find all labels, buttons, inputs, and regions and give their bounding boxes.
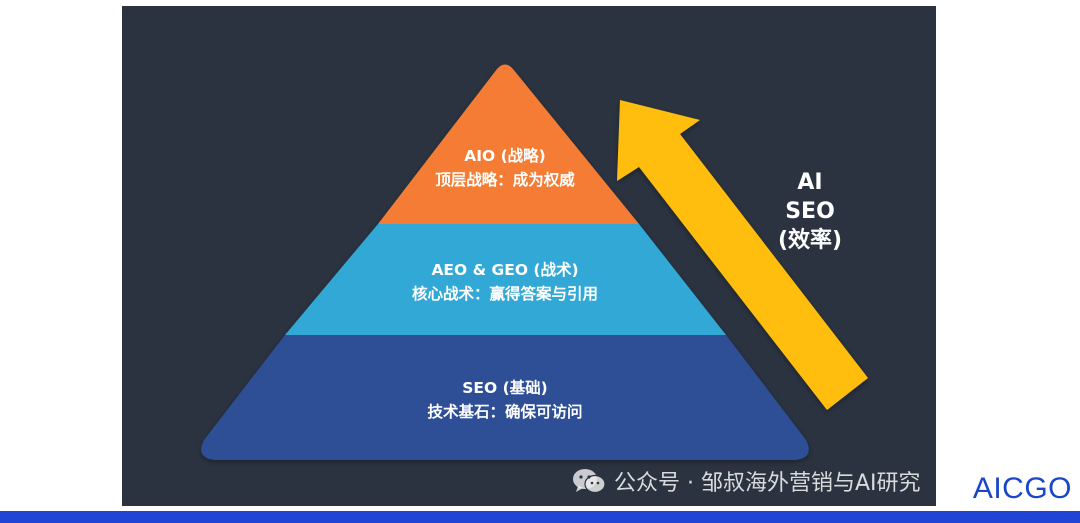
arrow-label-efficiency: (效率) bbox=[778, 227, 842, 253]
wechat-icon bbox=[573, 469, 606, 494]
arrow-label-seo: SEO bbox=[785, 199, 835, 224]
footer-bar bbox=[0, 511, 1080, 523]
pyramid bbox=[201, 64, 809, 460]
tier-bottom-subtitle: 技术基石：确保可访问 bbox=[427, 402, 582, 421]
pyramid-tier-middle bbox=[285, 224, 726, 335]
arrow-label-ai: AI bbox=[797, 170, 822, 195]
pyramid-tier-bottom bbox=[201, 335, 809, 460]
wechat-watermark: 公众号 · 邹叔海外营销与AI研究 bbox=[572, 466, 921, 496]
upward-arrow bbox=[617, 100, 868, 410]
brand-logo-text: AICGO bbox=[972, 472, 1072, 505]
tier-middle-subtitle: 核心战术：赢得答案与引用 bbox=[412, 284, 598, 303]
tier-top-subtitle: 顶层战略：成为权威 bbox=[435, 170, 575, 189]
tier-middle-title: AEO & GEO (战术) bbox=[431, 260, 578, 279]
tier-top-title: AIO (战略) bbox=[464, 146, 546, 165]
watermark-text: 公众号 · 邹叔海外营销与AI研究 bbox=[614, 471, 921, 496]
pyramid-tier-top bbox=[378, 64, 639, 224]
tier-bottom-title: SEO (基础) bbox=[462, 378, 548, 397]
